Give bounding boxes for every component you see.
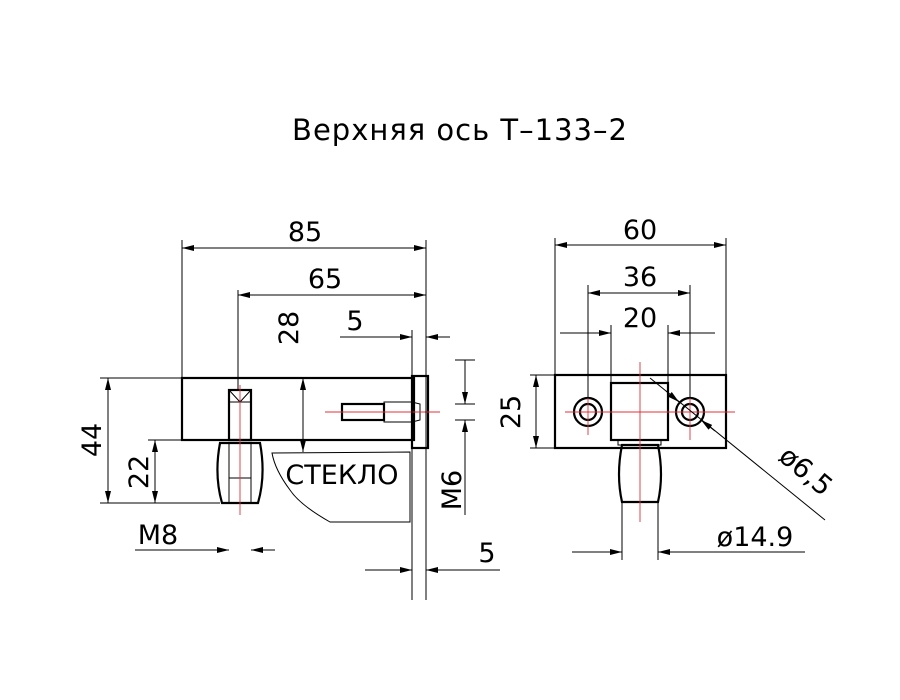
threaded-pin bbox=[216, 441, 264, 505]
axis-plate-section bbox=[180, 376, 416, 442]
square-block bbox=[609, 381, 670, 442]
front-plate bbox=[553, 373, 728, 450]
front-view: 60 36 20 25 ø6,5 ø14.9 bbox=[496, 215, 838, 560]
dim-hole-diameter: ø6,5 bbox=[773, 441, 838, 503]
glass-outline bbox=[271, 451, 411, 523]
dim-85: 85 bbox=[288, 217, 322, 248]
dim-5-bottom: 5 bbox=[478, 538, 495, 569]
dim-m6: M6 bbox=[437, 470, 468, 510]
dim-28: 28 bbox=[274, 311, 305, 345]
dim-pin-diameter: ø14.9 bbox=[717, 522, 794, 553]
dim-25: 25 bbox=[496, 395, 527, 429]
glass-label: СТЕКЛО bbox=[285, 460, 398, 491]
dim-20: 20 bbox=[623, 303, 657, 334]
dim-60: 60 bbox=[623, 215, 657, 246]
drawing-title: Верхняя ось T–133–2 bbox=[292, 113, 628, 147]
dim-5-top: 5 bbox=[346, 306, 363, 337]
dim-65: 65 bbox=[308, 264, 342, 295]
side-view: СТЕКЛО 85 65 5 28 44 22 M6 M8 5 bbox=[77, 217, 500, 600]
dim-22: 22 bbox=[124, 455, 155, 489]
dim-m8: M8 bbox=[138, 520, 178, 551]
dim-36: 36 bbox=[623, 262, 657, 293]
dim-44: 44 bbox=[77, 423, 108, 457]
